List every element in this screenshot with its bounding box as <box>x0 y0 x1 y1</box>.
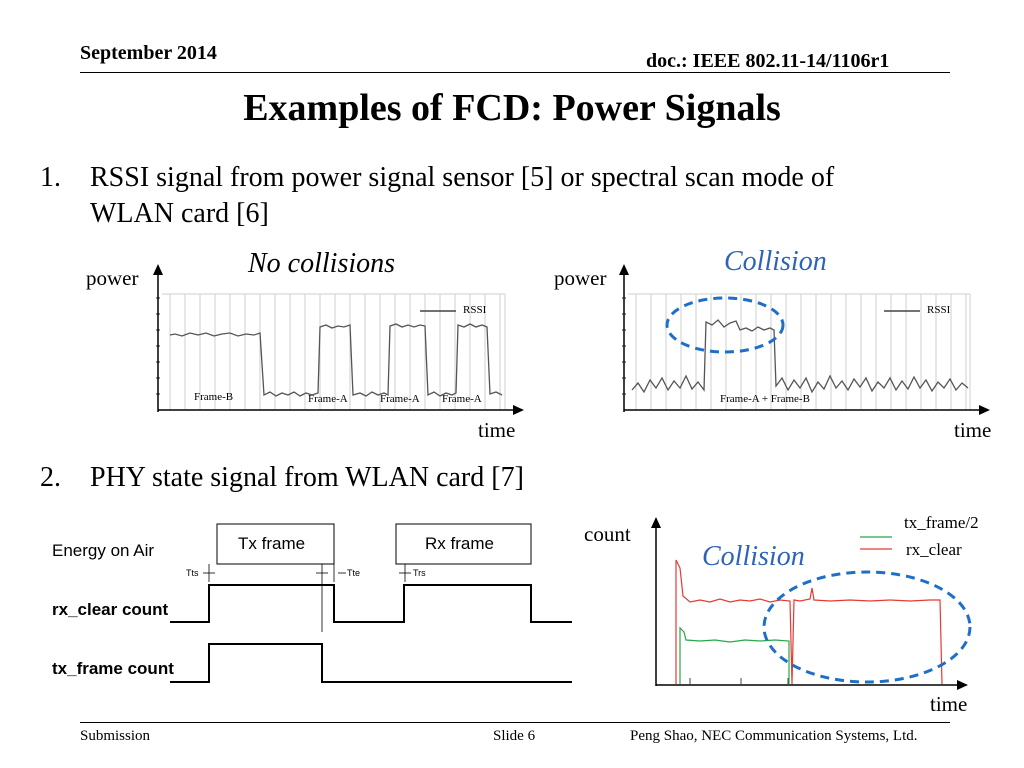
timing-mark-label: Trs <box>413 568 426 578</box>
right-legend-label: RSSI <box>927 304 951 316</box>
tx-frame-label: Tx frame <box>238 534 305 553</box>
left-frame-label: Frame-B <box>194 391 233 403</box>
timing-row-label: Energy on Air <box>52 541 154 560</box>
slide-title: Examples of FCD: Power Signals <box>243 87 781 129</box>
rx-frame-label: Rx frame <box>425 534 494 553</box>
right-xlabel: time <box>954 418 992 442</box>
footer-rule <box>80 722 950 723</box>
left-ylabel: power <box>86 266 139 290</box>
count-heading: Collision <box>702 541 805 572</box>
left-frame-label: Frame-A <box>380 393 420 405</box>
item-2-number: 2. <box>40 462 61 493</box>
item-1-line1: RSSI signal from power signal sensor [5]… <box>90 162 835 193</box>
count-ylabel: count <box>584 522 631 546</box>
right-ylabel: power <box>554 266 607 290</box>
count-xlabel: time <box>930 692 968 716</box>
header-rule <box>80 72 950 73</box>
left-frame-label: Frame-A <box>308 393 348 405</box>
right-heading: Collision <box>724 246 827 277</box>
item-2-line1: PHY state signal from WLAN card [7] <box>90 462 524 493</box>
header-doc: doc.: IEEE 802.11-14/1106r1 <box>646 50 890 72</box>
timing-mark-label: Tte <box>347 568 360 578</box>
left-xlabel: time <box>478 418 516 442</box>
timing-row-label: rx_clear count <box>52 600 169 619</box>
legend-tx-frame-label: tx_frame/2 <box>904 513 979 532</box>
timing-mark-label: Tts <box>186 568 199 578</box>
footer-submission: Submission <box>80 728 151 744</box>
item-1-line2: WLAN card [6] <box>90 198 269 229</box>
left-legend-label: RSSI <box>463 304 487 316</box>
legend-rx-clear-label: rx_clear <box>906 540 962 559</box>
item-1-number: 1. <box>40 162 61 193</box>
timing-row-label: tx_frame count <box>52 659 174 678</box>
footer-slide-number: Slide 6 <box>493 728 536 744</box>
left-heading: No collisions <box>248 248 396 279</box>
header-date: September 2014 <box>80 42 217 64</box>
footer-author: Peng Shao, NEC Communication Systems, Lt… <box>630 728 918 744</box>
right-frame-label: Frame-A + Frame-B <box>720 393 810 405</box>
left-frame-label: Frame-A <box>442 393 482 405</box>
